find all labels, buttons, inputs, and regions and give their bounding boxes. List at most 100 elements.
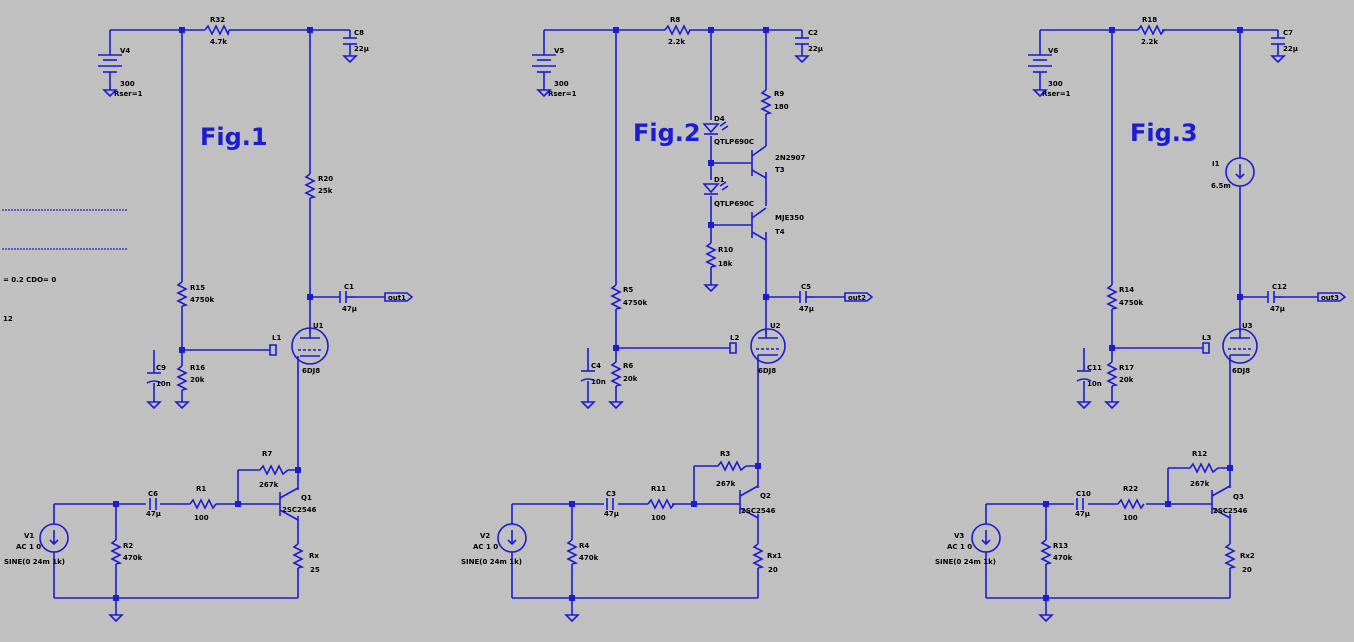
label-rin-v: 100 [1123, 514, 1138, 522]
vacuum-tube-icon [291, 327, 329, 365]
output-port[interactable]: out2 [844, 292, 874, 302]
label-vsrc-r: Rser=1 [114, 90, 143, 98]
label-rin: R11 [651, 485, 666, 493]
current-source-icon [1225, 157, 1255, 187]
circuit-fig1[interactable]: R32 4.7k V4 300 Rser=1 C8 22µ Fig.1 R20 … [4, 16, 414, 623]
label-vac: V1 [24, 532, 34, 540]
label-ind: L3 [1202, 334, 1211, 342]
label-vac-s: SINE(0 24m 1k) [935, 558, 996, 566]
label-rdiv1: R15 [190, 284, 205, 292]
label-tube: U2 [770, 322, 781, 330]
label-rdiv2: R17 [1119, 364, 1134, 372]
label-ctop-v: 22µ [808, 45, 823, 53]
label-rdiv1: R5 [623, 286, 633, 294]
figure-title: Fig.2 [633, 119, 701, 147]
label-rin-v: 100 [194, 514, 209, 522]
label-ctop: C8 [354, 29, 364, 37]
label-rfb-v: 267k [259, 481, 279, 489]
ac-source-icon [971, 523, 1001, 553]
label-vsrc-v: 300 [554, 80, 569, 88]
label-rdiv1: R14 [1119, 286, 1134, 294]
side-info: = 0.2 CDO= 0 12 [2, 209, 128, 323]
label-q: Q1 [301, 494, 312, 502]
label-isrc-v: 6.5m [1211, 182, 1231, 190]
label-cin: C6 [148, 490, 158, 498]
label-rtop-value: 2.2k [1141, 38, 1158, 46]
label-vac-v: AC 1 0 [947, 543, 972, 551]
label-vsrc: V4 [120, 47, 130, 55]
label-cdiv-v: 10n [1087, 380, 1102, 388]
output-port[interactable]: out1 [384, 292, 414, 302]
label-rtop-value: 2.2k [668, 38, 685, 46]
label-cin-v: 47µ [146, 510, 161, 518]
label-cout-v: 47µ [342, 305, 357, 313]
label-q: Q2 [760, 492, 771, 500]
label-cout: C1 [344, 283, 354, 291]
label-rbias-v: 470k [123, 554, 143, 562]
label-vac-v: AC 1 0 [473, 543, 498, 551]
label-rfb-v: 267k [716, 480, 736, 488]
label-tube: U1 [313, 322, 324, 330]
label-ctop: C2 [808, 29, 818, 37]
label-q: Q3 [1233, 493, 1244, 501]
label-tube-v: 6DJ8 [1232, 367, 1250, 375]
label-vac: V3 [954, 532, 964, 540]
label-ctop: C7 [1283, 29, 1293, 37]
vacuum-tube-icon [1222, 328, 1258, 364]
label-vsrc-v: 300 [120, 80, 135, 88]
label-tube-v: 6DJ8 [302, 367, 320, 375]
figure-title: Fig.3 [1130, 119, 1198, 147]
label-d1-v: QTLP690C [714, 200, 754, 208]
label-q-v: 2SC2546 [282, 506, 317, 514]
label-cout-v: 47µ [1270, 305, 1285, 313]
label-r10-v: 18k [718, 260, 733, 268]
label-t4-n: T4 [775, 228, 785, 236]
label-cdiv: C4 [591, 362, 601, 370]
label-ind: L1 [272, 334, 281, 342]
label-rbias: R4 [579, 542, 589, 550]
label-d4: D4 [714, 115, 725, 123]
label-cout: C5 [801, 283, 811, 291]
label-cin: C3 [606, 490, 616, 498]
transistor-icon [279, 487, 299, 521]
label-ctop-v: 22µ [354, 45, 369, 53]
label-vac-s: SINE(0 24m 1k) [4, 558, 65, 566]
label-rdiv1-v: 4750k [1119, 299, 1143, 307]
circuit-fig2[interactable]: R8 2.2k V5 300 Rser=1 C2 22µ Fig.2 R9 18… [461, 16, 874, 623]
label-rbias: R13 [1053, 542, 1068, 550]
label-vsrc: V5 [554, 47, 564, 55]
circuit-fig3[interactable]: R18 2.2k V6 300 Rser=1 C7 22µ Fig.3 I1 6… [935, 16, 1347, 623]
capacitor-icon [342, 37, 358, 64]
label-rdiv2-v: 20k [623, 375, 638, 383]
label-rx: Rx1 [767, 552, 782, 560]
label-ind: L2 [730, 334, 739, 342]
label-rtop: R32 [210, 16, 225, 24]
label-cdiv-v: 10n [591, 378, 606, 386]
label-vsrc-r: Rser=1 [1042, 90, 1071, 98]
label-isrc: I1 [1212, 160, 1220, 168]
label-rdiv2: R6 [623, 362, 633, 370]
label-rdiv2-v: 20k [190, 376, 205, 384]
label-rx-v: 20 [768, 566, 778, 574]
label-vsrc: V6 [1048, 47, 1058, 55]
label-q-v: 2SC2546 [741, 507, 776, 515]
label-r9-v: 180 [774, 103, 789, 111]
label-cout-v: 47µ [799, 305, 814, 313]
label-rbias-v: 470k [579, 554, 599, 562]
label-cin-v: 47µ [1075, 510, 1090, 518]
label-d1: D1 [714, 176, 725, 184]
label-cdiv-v: 10n [156, 380, 171, 388]
transistor-icon [739, 485, 759, 519]
label-rdiv2: R16 [190, 364, 205, 372]
label-rtop: R8 [670, 16, 680, 24]
label-vsrc-v: 300 [1048, 80, 1063, 88]
led-icon [702, 121, 729, 135]
output-port[interactable]: out3 [1317, 292, 1347, 302]
side-text-params: = 0.2 CDO= 0 [3, 276, 56, 284]
label-rload-v: 25k [318, 187, 333, 195]
vacuum-tube-icon [750, 328, 786, 364]
label-d4-v: QTLP690C [714, 138, 754, 146]
label-q-v: 2SC2546 [1213, 507, 1248, 515]
label-cdiv: C11 [1087, 364, 1102, 372]
